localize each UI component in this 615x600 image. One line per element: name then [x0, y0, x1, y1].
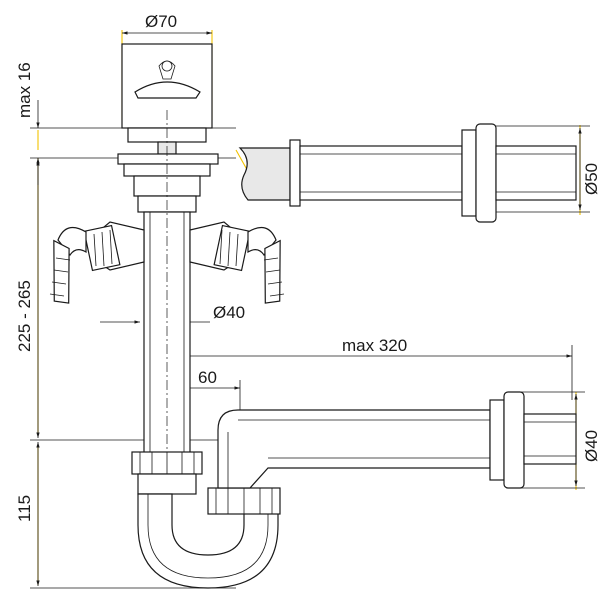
- dim-branch-diameter: Ø40: [213, 303, 245, 322]
- dim-max-height-top: max 16: [15, 62, 34, 118]
- siphon-body: [131, 110, 279, 589]
- dim-offset: 60: [198, 368, 217, 387]
- strainer-plug: [117, 43, 219, 197]
- dim-overflow-pipe-diameter: Ø50: [582, 163, 601, 195]
- left-hose-connector: [49, 221, 145, 304]
- right-hose-connector: [189, 221, 285, 304]
- dimension-lines: [36, 31, 582, 586]
- dim-height-range: 225 - 265: [15, 280, 34, 352]
- extension-lines: [37, 30, 581, 585]
- dim-bottom-height: 115: [15, 495, 34, 522]
- dim-top-diameter: Ø70: [145, 12, 177, 31]
- outlet-pipe: [207, 391, 577, 515]
- dim-max-reach: max 320: [342, 336, 407, 355]
- dim-outlet-diameter: Ø40: [582, 430, 601, 462]
- overflow-pipe: [238, 123, 577, 223]
